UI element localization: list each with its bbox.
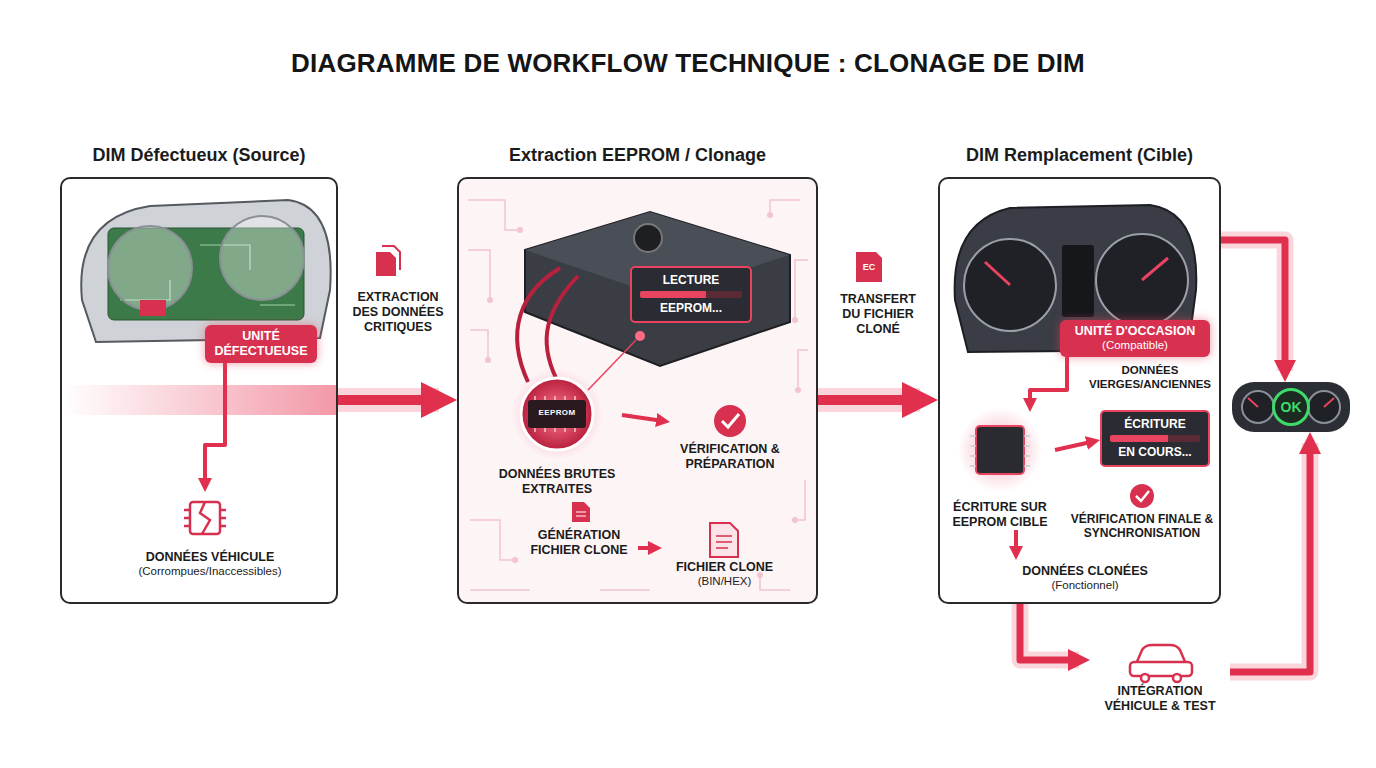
node-text: LECTURE [636, 273, 746, 298]
data-icon-caption: DONNÉES VÉHICULE(Corrompues/Inaccessible… [110, 492, 310, 579]
edge-label: EXTRACTION DES DONNÉES CRITIQUES [348, 290, 448, 335]
target-panel: DIM Remplacement (Cible)UNITÉ D'OCCASION… [938, 177, 1221, 604]
flow-arrow [338, 395, 439, 405]
flow-glow [1221, 240, 1285, 371]
device-screen: LECTURE EEPROM... [630, 266, 752, 323]
flow-arrow [1030, 357, 1067, 405]
chip-label: EEPROM [528, 408, 586, 417]
file-caption: FICHIER CLONE(BIN/HEX) [662, 520, 787, 589]
node-subtext: EN COURS... [1106, 445, 1204, 459]
flow-arrow [638, 546, 655, 550]
flow-glow [338, 388, 439, 412]
flow-glow [818, 388, 920, 412]
icon-label: EC [856, 262, 882, 272]
process-panel: Extraction EEPROM / ClonageLECTUREEEPROM… [457, 177, 818, 604]
check-caption: VÉRIFICATION FINALE & SYNCHRONISATION [1068, 484, 1216, 541]
flow-arrow [1055, 442, 1093, 451]
doc-caption: GÉNÉRATION FICHIER CLONE [520, 500, 638, 558]
flow-arrow [1230, 443, 1310, 672]
diagram-title: DIAGRAMME DE WORKFLOW TECHNIQUE : CLONAG… [0, 48, 1376, 79]
node-subtext: (Fonctionnel) [1010, 579, 1160, 593]
write-screen: ÉCRITURE EN COURS... [1100, 410, 1210, 467]
flow-glow [1020, 604, 1079, 660]
node-subtext: (BIN/HEX) [662, 575, 787, 589]
flow-arrow [1020, 604, 1079, 660]
node-text: DONNÉES CLONÉES [1010, 564, 1160, 579]
flow-arrow [622, 415, 663, 421]
result-caption: DONNÉES CLONÉES(Fonctionnel) [1010, 560, 1160, 593]
node-text: ÉCRITURE [1106, 417, 1204, 442]
node-text: VÉRIFICATION & PRÉPARATION [670, 442, 790, 472]
node-text: VÉRIFICATION FINALE & SYNCHRONISATION [1068, 512, 1216, 541]
node-subtext: (Compatible) [1065, 339, 1205, 353]
edge-label: TRANSFERT DU FICHIER CLONÉ [832, 292, 924, 337]
flow-glow [1230, 443, 1310, 672]
node-text: OK [1272, 388, 1310, 426]
node-text: DIM Défectueux (Source) [32, 145, 366, 166]
edge-label: DONNÉES VIERGES/ANCIENNES [1084, 364, 1216, 392]
node-text: UNITÉ DÉFECTUEUSE [210, 329, 312, 359]
car-caption: INTÉGRATION VÉHICULE & TEST [1090, 640, 1230, 714]
node-text: GÉNÉRATION FICHIER CLONE [520, 528, 638, 558]
node-subtext: EEPROM... [636, 301, 746, 315]
node-text: ÉCRITURE SUR EEPROM CIBLE [945, 500, 1055, 530]
status-badge: UNITÉ D'OCCASION(Compatible) [1060, 320, 1210, 357]
status-badge: UNITÉ DÉFECTUEUSE [205, 325, 317, 363]
node-text: DIM Remplacement (Cible) [910, 145, 1249, 166]
node-subtext: (Corrompues/Inaccessibles) [110, 565, 310, 579]
check-caption: VÉRIFICATION & PRÉPARATION [670, 400, 790, 472]
ok-cluster: OK [1232, 382, 1350, 432]
chip-caption: ÉCRITURE SUR EEPROM CIBLE [945, 412, 1055, 530]
node-text: Extraction EEPROM / Clonage [429, 145, 846, 166]
node-text: FICHIER CLONE [662, 560, 787, 575]
flow-arrow [205, 363, 225, 485]
flow-arrow [1221, 240, 1285, 371]
flow-arrow [818, 395, 920, 405]
node-text: INTÉGRATION VÉHICULE & TEST [1090, 684, 1230, 714]
chip-caption: DONNÉES BRUTES EXTRAITES [492, 372, 622, 497]
node-text: DONNÉES VÉHICULE [110, 550, 310, 565]
flow-arrow [1014, 530, 1018, 553]
node-text: DONNÉES BRUTES EXTRAITES [492, 467, 622, 497]
source-panel: DIM Défectueux (Source)UNITÉ DÉFECTUEUSE… [60, 177, 338, 604]
node-text: UNITÉ D'OCCASION [1065, 324, 1205, 339]
